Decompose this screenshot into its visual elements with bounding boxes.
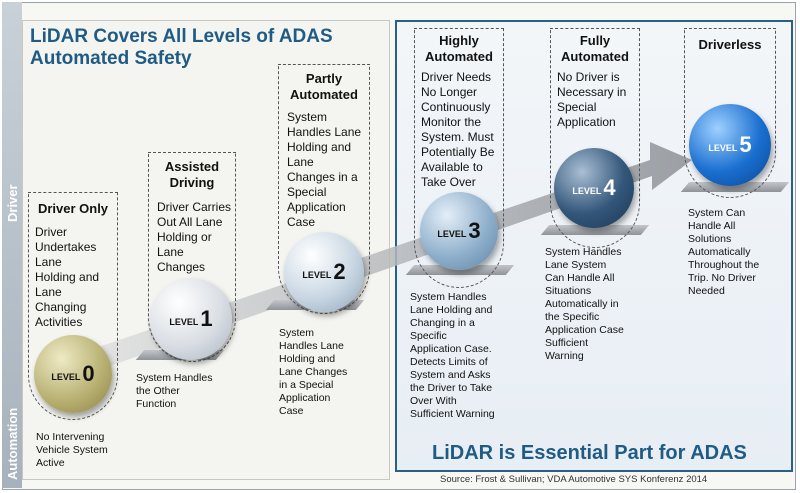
level-0-name: Driver Only — [37, 201, 109, 216]
level-5-name: Driverless — [698, 37, 762, 52]
side-bar — [2, 2, 22, 488]
level-0-box: Driver Only — [28, 192, 118, 420]
source-note: Source: Frost & Sullivan; VDA Automotive… — [440, 474, 708, 485]
title-line-2: Automated Safety — [30, 48, 192, 69]
title-line-1: LiDAR Covers All Levels of ADAS — [30, 26, 333, 47]
level-5-box: Driverless — [684, 28, 776, 198]
lidar-essential-heading: LiDAR is Essential Part for ADAS — [432, 442, 747, 464]
